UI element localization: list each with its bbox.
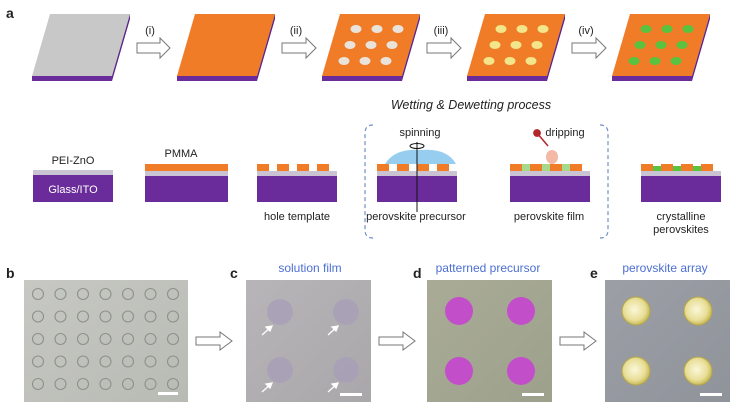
hole-ring	[121, 310, 135, 323]
hole-ring	[166, 332, 180, 346]
cross-section-film: dripping perovskite film	[510, 127, 590, 223]
process-title: Wetting & Dewetting process	[391, 98, 551, 112]
hole-ring	[166, 287, 180, 301]
precursor-droplet	[385, 149, 456, 164]
hole-ring	[31, 332, 45, 346]
hole-ring	[31, 355, 45, 368]
label-crystalline-1: crystalline	[657, 211, 706, 223]
label-pmma: PMMA	[165, 148, 199, 160]
panel-label-d: d	[413, 265, 422, 281]
hole-ring	[31, 287, 45, 301]
step-label-ii: (ii)	[290, 25, 302, 37]
hole-ring	[99, 377, 112, 391]
hole-ring	[144, 377, 157, 391]
hole-ring	[144, 355, 157, 368]
scale-bar-c	[340, 393, 362, 396]
hole-ring	[76, 355, 90, 368]
title-perovskite-array: perovskite array	[622, 261, 707, 275]
hole-ring	[121, 287, 135, 301]
slab-3-hole-template	[322, 14, 420, 81]
cross-section-substrate: PEI-ZnO Glass/ITO	[33, 155, 113, 202]
micrograph-e-perovskite-array	[605, 280, 730, 402]
label-glass-ito: Glass/ITO	[48, 184, 98, 196]
hole-ring	[166, 377, 180, 391]
arrow-d-to-e	[559, 331, 597, 351]
hole-ring	[76, 377, 90, 391]
hole-ring	[99, 332, 112, 346]
label-perovskite-film: perovskite film	[514, 211, 584, 223]
cross-section-precursor: spinning perovskite precursor	[366, 127, 466, 223]
slab-4-precursor-filled	[467, 14, 565, 81]
hole-ring	[144, 332, 157, 346]
antisolvent-drop	[546, 150, 558, 164]
title-solution-film: solution film	[278, 261, 341, 275]
label-hole-template: hole template	[264, 211, 330, 223]
spin-rotation-icon	[409, 143, 425, 149]
label-pei-zno: PEI-ZnO	[52, 155, 95, 167]
hole-ring	[76, 310, 90, 323]
scale-bar-d	[522, 393, 544, 396]
hole-ring	[166, 355, 180, 368]
slab-2-pmma-coated	[177, 14, 275, 81]
hole-ring	[99, 355, 112, 368]
dropper-icon	[533, 129, 549, 147]
slab-1-bare-substrate	[32, 14, 130, 81]
label-spinning: spinning	[400, 127, 441, 139]
hole-ring	[54, 377, 67, 391]
hole-ring	[54, 355, 67, 368]
arrow-step-i: (i)	[136, 25, 171, 60]
hole-ring	[144, 287, 157, 301]
hole-ring	[121, 355, 135, 368]
hole-ring	[144, 310, 157, 323]
micrograph-d-patterned-precursor	[427, 280, 552, 402]
hole-ring	[166, 310, 180, 323]
arrow-c-to-d	[378, 331, 416, 351]
panel-label-e: e	[590, 265, 598, 281]
hole-ring	[121, 377, 135, 391]
panel-label-b: b	[6, 265, 15, 281]
panel-label-c: c	[230, 265, 238, 281]
step-label-i: (i)	[145, 25, 155, 37]
process-bracket	[364, 124, 609, 239]
scale-bar-e	[700, 393, 722, 396]
arrow-step-iii: (iii)	[426, 25, 462, 60]
hole-ring	[54, 287, 67, 301]
micrograph-b-hole-array	[24, 280, 188, 402]
hole-ring	[31, 377, 45, 391]
hole-ring	[99, 310, 112, 323]
label-perovskite-precursor: perovskite precursor	[366, 211, 466, 223]
label-dripping: dripping	[545, 127, 584, 139]
step-label-iv: (iv)	[578, 25, 593, 37]
cross-section-hole-template: hole template	[257, 164, 337, 223]
micrograph-c-solution-film	[246, 280, 371, 402]
cross-section-crystalline: crystalline perovskites	[641, 164, 721, 236]
hole-ring	[76, 332, 90, 346]
hole-ring	[54, 332, 67, 346]
panel-label-a: a	[6, 5, 14, 21]
hole-ring	[99, 287, 112, 301]
arrow-step-ii: (ii)	[281, 25, 317, 60]
cross-section-pmma: PMMA	[145, 148, 228, 202]
slab-5-crystallized	[612, 14, 710, 81]
title-patterned-precursor: patterned precursor	[436, 261, 541, 275]
hole-ring	[31, 310, 45, 323]
arrow-b-to-c	[195, 331, 233, 351]
hole-ring	[121, 332, 135, 346]
scale-bar-b	[158, 392, 178, 395]
hole-ring	[76, 287, 90, 301]
hole-ring	[54, 310, 67, 323]
label-crystalline-2: perovskites	[653, 224, 709, 236]
arrow-step-iv: (iv)	[571, 25, 607, 60]
step-label-iii: (iii)	[434, 25, 449, 37]
